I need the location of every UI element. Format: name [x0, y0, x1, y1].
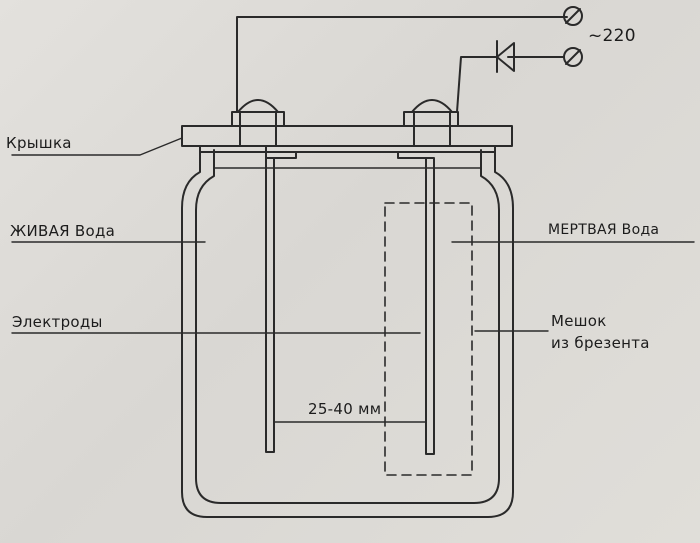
wire-right — [456, 56, 498, 113]
diode-icon — [496, 40, 515, 73]
lid-plate — [181, 125, 513, 147]
leader-lines — [11, 137, 695, 334]
wiring — [236, 16, 568, 113]
label-gap: 25-40 мм — [308, 400, 382, 418]
label-bag-line1: Мешок — [551, 312, 607, 330]
lid — [181, 125, 513, 153]
terminal-icon — [563, 6, 583, 26]
right-bracket — [397, 151, 431, 159]
lid-rim — [199, 145, 496, 153]
right-electrode — [397, 99, 459, 455]
right-nut — [403, 111, 459, 127]
left-nut — [231, 111, 285, 127]
label-living-water: ЖИВАЯ Вода — [10, 222, 116, 240]
jar — [181, 149, 514, 518]
left-electrode-plate — [265, 157, 275, 453]
leader-lid — [11, 137, 183, 156]
right-electrode-plate — [425, 157, 435, 455]
terminal-icon — [563, 47, 583, 67]
right-terminal-dome — [411, 99, 453, 113]
label-lid: Крышка — [6, 134, 72, 152]
left-terminal-dome — [237, 99, 279, 113]
wire-left — [236, 16, 568, 113]
left-bracket — [265, 145, 297, 159]
label-voltage: ~220 — [588, 26, 636, 46]
jar-outer-wall — [181, 149, 514, 518]
label-electrodes: Электроды — [12, 313, 103, 331]
label-bag-line2: из брезента — [551, 334, 650, 352]
label-dead-water: МЕРТВАЯ Вода — [548, 222, 660, 238]
canvas-bag — [384, 202, 473, 476]
jar-inner-wall — [195, 149, 500, 504]
left-electrode — [231, 99, 297, 453]
